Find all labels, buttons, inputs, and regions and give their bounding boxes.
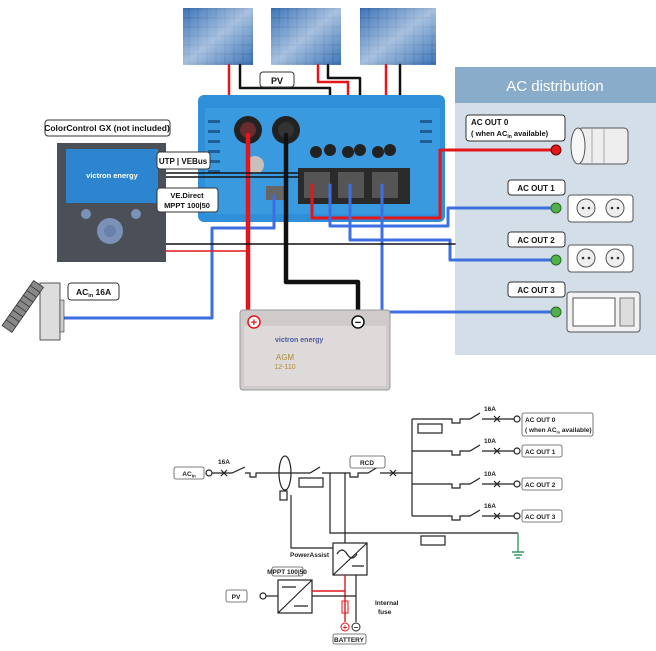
ac-out-3-label: AC OUT 3 — [517, 286, 555, 295]
sch-outputs: 16A AC OUT 0 ( when ACin available) 10A AC O… — [412, 406, 594, 523]
sch-output-breaker: 10A — [484, 471, 496, 478]
pv-label-box — [259, 71, 295, 88]
solar-panel — [360, 8, 436, 65]
svg-text:+: + — [343, 623, 348, 632]
sch-output-branch: 16A AC OUT 0 ( when ACin available) — [412, 406, 594, 437]
sch-battery-plus — [340, 622, 350, 632]
ac-out-3-microwave-icon — [566, 291, 641, 333]
sch-negative-line — [312, 575, 357, 622]
sch-ac-in-label: ACin — [182, 471, 196, 479]
sch-mppt-label: MPPT 100|50 — [267, 569, 307, 576]
ac-out-1-terminal — [550, 202, 562, 214]
sch-pv-label: PV — [232, 594, 241, 601]
ac-in-label-box — [67, 282, 120, 301]
shore-power-plug — [1, 279, 65, 341]
battery-capacity: 12-110 — [274, 364, 295, 371]
ac-out-0-label: AC OUT 0 — [471, 118, 509, 127]
sch-internal-fuse-label-2: fuse — [378, 609, 392, 616]
ground-icon — [512, 533, 524, 559]
sch-transfer-relay — [298, 477, 324, 488]
solar-panel — [271, 8, 341, 65]
ac-out-2-socket-icon — [567, 244, 634, 273]
inverter-unit — [198, 95, 445, 222]
battery-brand: victron energy — [275, 337, 323, 344]
sch-output-sublabel: ( when ACin available) — [525, 427, 592, 435]
utp-label-box — [156, 151, 211, 170]
vedirect-label-line2: MPPT 100|50 — [164, 201, 210, 210]
sch-current-sensor — [278, 455, 292, 491]
sch-rcd: RCD — [360, 460, 374, 467]
sch-output-label: AC OUT 3 — [525, 514, 556, 521]
ac-distribution-title: AC distribution — [506, 78, 604, 95]
ac-out-0-appliance-icon — [570, 127, 629, 165]
vedirect-label-box — [156, 187, 219, 213]
colorcontrol-brand: victron energy — [86, 171, 139, 180]
battery-positive-terminal — [247, 315, 261, 329]
colorcontrol-label-box — [44, 119, 171, 137]
solar-panel — [183, 8, 253, 65]
sch-output-label: AC OUT 2 — [525, 482, 556, 489]
pv-label: PV — [271, 76, 283, 86]
sch-output-branch: 16A AC OUT 3 — [412, 503, 563, 523]
sch-mppt — [277, 579, 313, 614]
sch-battery-minus — [351, 622, 361, 632]
ac-in-label: ACin 16A — [76, 287, 111, 299]
colorcontrol-label: ColorControl GX (not included) — [44, 123, 170, 133]
colorcontrol-gx-device: victron energy — [57, 143, 166, 262]
svg-text:−: − — [354, 623, 359, 632]
ac-out-3-label-box — [507, 281, 566, 298]
sch-ac-in-box — [173, 466, 205, 480]
ac-out-0-terminal — [550, 144, 562, 156]
battery-negative-cable — [283, 132, 361, 323]
gx-button-left — [81, 209, 91, 219]
sch-output-label: AC OUT 0 — [525, 417, 556, 424]
sch-internal-fuse — [341, 600, 349, 614]
utp-label: UTP | VEBus — [159, 157, 208, 166]
sch-output-branch: 10A AC OUT 2 — [412, 471, 563, 491]
ac-out-0-label-box — [465, 114, 566, 142]
battery-negative-terminal — [351, 315, 365, 329]
ac-out-3-terminal — [550, 306, 562, 318]
sch-output-breaker: 16A — [484, 503, 496, 510]
ac-out-1-socket-icon — [567, 194, 634, 223]
svg-text:−: − — [355, 317, 361, 329]
sch-output-label: AC OUT 1 — [525, 449, 556, 456]
ac-out-2-label: AC OUT 2 — [517, 236, 555, 245]
sch-output-branch: 10A AC OUT 1 — [412, 438, 563, 458]
ac-out-0-sublabel: ( when ACin available) — [471, 129, 549, 140]
agm-battery: + − victron energy AGM 12-110 — [239, 309, 391, 391]
sch-positive-line — [312, 575, 346, 622]
sch-output-breaker: 10A — [484, 438, 496, 445]
sch-input-breaker: 16A — [218, 459, 230, 466]
sch-ground-relay — [420, 535, 446, 546]
battery-model: AGM — [276, 353, 295, 362]
sch-out0-relay — [417, 423, 443, 434]
wiring-schematic: ACin 16A PowerAssist RCD — [173, 419, 524, 559]
ac-out-2-terminal — [550, 254, 562, 266]
ac-out-2-label-box — [507, 231, 566, 248]
sch-output-breaker: 16A — [484, 406, 496, 413]
ac-out-1-label-box — [507, 179, 566, 196]
sch-inverter — [332, 542, 368, 576]
sch-battery-label: BATTERY — [334, 637, 365, 644]
sch-internal-fuse-label-1: Internal — [375, 600, 399, 607]
gx-button-right — [131, 209, 141, 219]
sch-powerassist: PowerAssist — [290, 552, 330, 559]
ac-out-1-label: AC OUT 1 — [517, 184, 555, 193]
svg-text:+: + — [251, 317, 257, 329]
vedirect-label-line1: VE.Direct — [170, 191, 204, 200]
